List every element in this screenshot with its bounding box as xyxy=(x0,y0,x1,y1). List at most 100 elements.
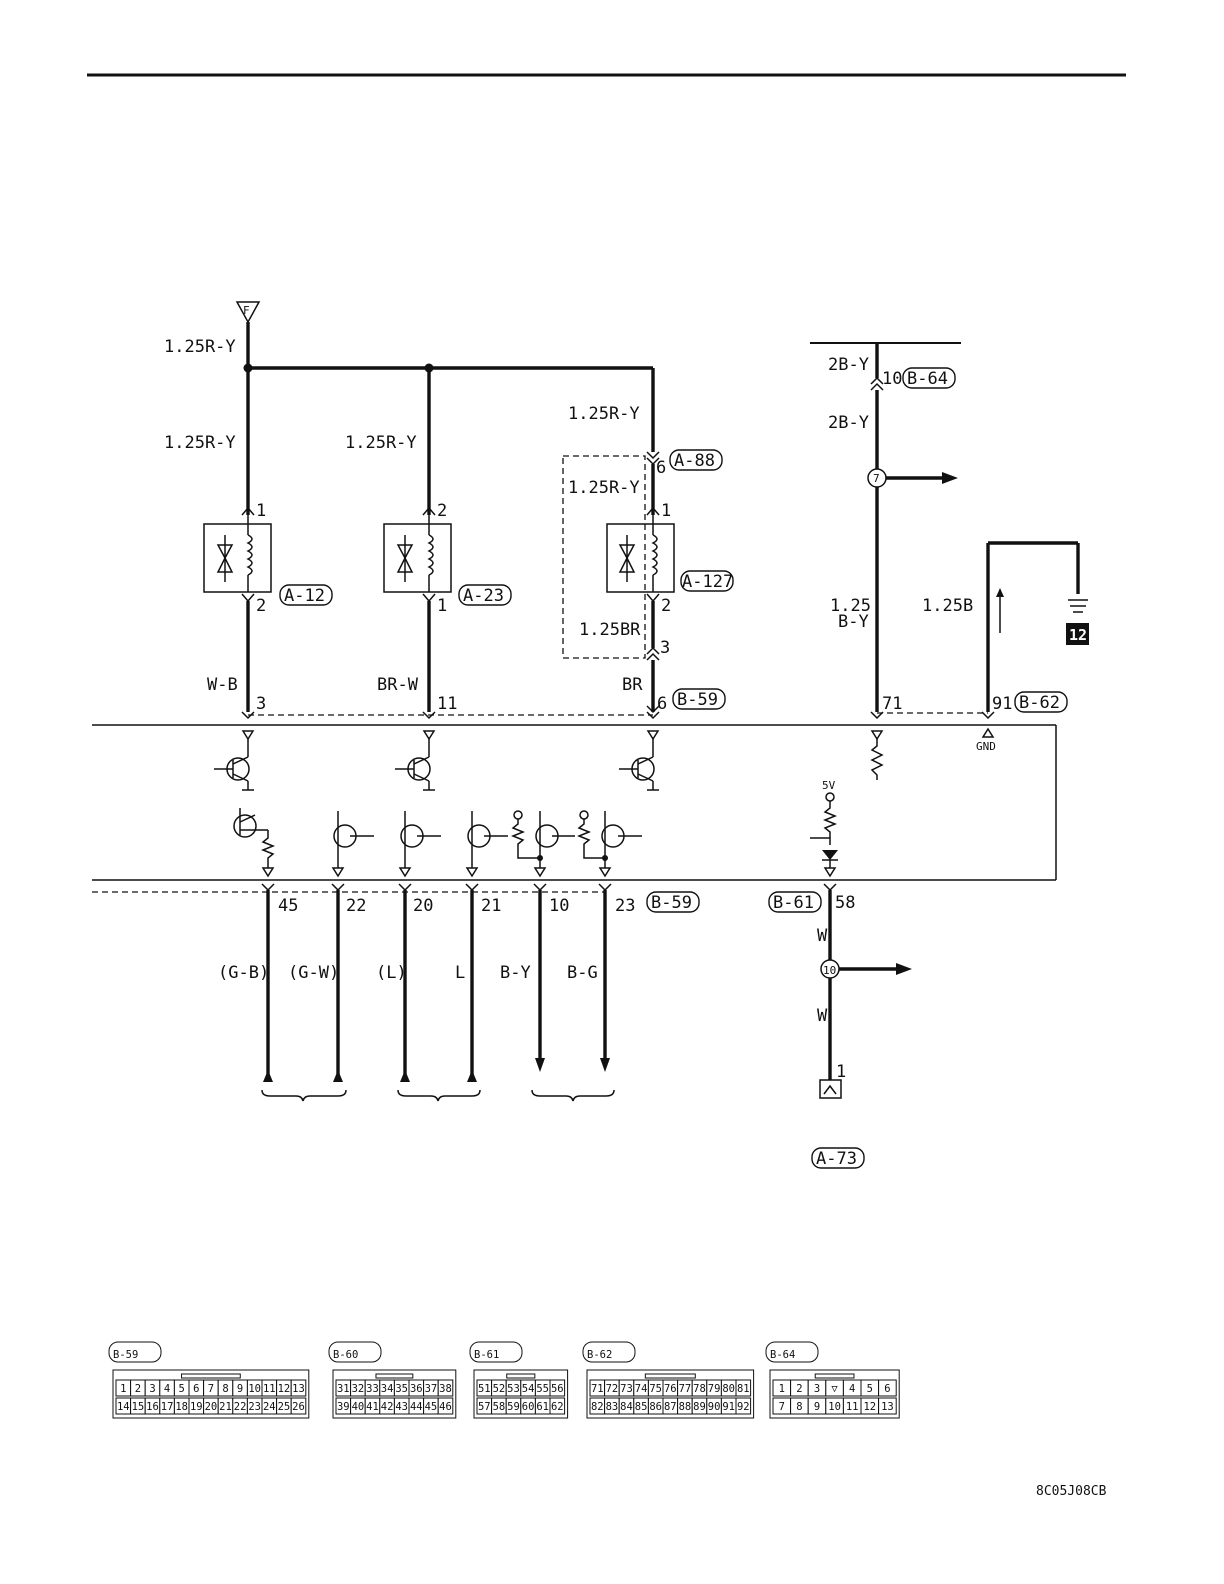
connector-tag-a12: A-12 xyxy=(279,584,333,606)
wire-label-bottom-3: (L) xyxy=(376,963,407,983)
pin-a127-in: 1 xyxy=(661,501,671,521)
connector-pin: ▽ xyxy=(831,1383,838,1395)
connector-pin: 1 xyxy=(120,1383,126,1395)
pin-a12-in: 1 xyxy=(256,501,266,521)
connector-pin: 17 xyxy=(161,1401,174,1413)
ground-ref-box xyxy=(1066,623,1089,645)
connector-pin: 5 xyxy=(179,1383,185,1395)
pin-ecu-45: 45 xyxy=(278,896,298,916)
connector-pin: 76 xyxy=(664,1383,677,1395)
connector-face-tag: B-64 xyxy=(765,1341,819,1363)
wire-label-top-right-2: 2B-Y xyxy=(828,413,869,433)
connector-pin: 75 xyxy=(649,1383,662,1395)
connector-pin: 43 xyxy=(395,1401,408,1413)
connector-pin: 87 xyxy=(664,1401,677,1413)
ecu-gnd-label: GND xyxy=(976,740,996,753)
connector-pin: 31 xyxy=(337,1383,350,1395)
connector-pin: 78 xyxy=(693,1383,706,1395)
figure-code: 8C05J08CB xyxy=(1036,1484,1107,1499)
connector-pin: 14 xyxy=(117,1401,130,1413)
connector-pin: 40 xyxy=(352,1401,365,1413)
ground-ref-label: 12 xyxy=(1069,626,1087,644)
connector-pin: 10 xyxy=(248,1383,261,1395)
connector-pin: 34 xyxy=(381,1383,394,1395)
connector-pin: 88 xyxy=(679,1401,692,1413)
connector-pin: 32 xyxy=(352,1383,365,1395)
connector-pin: 55 xyxy=(536,1383,549,1395)
ecu-5v-circuit xyxy=(810,792,838,878)
wire-label-w-lower: W xyxy=(817,1006,828,1026)
connector-pin: 20 xyxy=(205,1401,218,1413)
connector-tag-b62: B-62 xyxy=(1014,691,1068,713)
wire-label-top-right-1: 2B-Y xyxy=(828,355,869,375)
connector-pin: 19 xyxy=(190,1401,203,1413)
junction-7-label: 7 xyxy=(873,472,880,485)
connector-pin: 15 xyxy=(132,1401,145,1413)
wire-label-top-left: 1.25R-Y xyxy=(164,337,236,357)
connector-pin: 26 xyxy=(292,1401,305,1413)
connector-tag-a73: A-73 xyxy=(811,1147,865,1169)
connector-pin: 44 xyxy=(410,1401,423,1413)
pin-a127-3: 3 xyxy=(660,638,670,658)
connector-pin: 58 xyxy=(493,1401,506,1413)
power-source-label: F xyxy=(243,304,250,317)
connector-pin: 61 xyxy=(536,1401,549,1413)
connector-tag-b59-top: B-59 xyxy=(672,688,726,710)
input-transistors xyxy=(233,808,642,878)
connector-pin: 12 xyxy=(278,1383,291,1395)
connector-pin: 92 xyxy=(737,1401,750,1413)
connector-pin: 22 xyxy=(234,1401,247,1413)
wire-label-bottom-2: (G-W) xyxy=(288,963,339,983)
pin-ecu-91: 91 xyxy=(992,694,1012,714)
connector-pin: 35 xyxy=(395,1383,408,1395)
connector-pin: 2 xyxy=(135,1383,141,1395)
connector-pin: 11 xyxy=(263,1383,276,1395)
connector-pin: 4 xyxy=(164,1383,170,1395)
connector-pin: 36 xyxy=(410,1383,423,1395)
connector-pin: 10 xyxy=(828,1401,841,1413)
wire-label-out-2: BR-W xyxy=(377,675,419,695)
b61-to-a73 xyxy=(819,883,912,1099)
connector-face-tag: B-60 xyxy=(328,1341,382,1363)
connector-tag-a88: A-88 xyxy=(669,449,723,471)
driver-transistors xyxy=(214,730,660,791)
a88-dashed-box xyxy=(562,455,646,659)
injector-a23 xyxy=(383,506,452,603)
connector-pin: 23 xyxy=(248,1401,261,1413)
connector-pin: 90 xyxy=(708,1401,721,1413)
pin-ecu-11: 11 xyxy=(437,694,457,714)
connector-pin: 6 xyxy=(193,1383,199,1395)
pin-ecu-3: 3 xyxy=(256,694,266,714)
pin-a23-out: 1 xyxy=(437,596,447,616)
connector-pin: 21 xyxy=(219,1401,232,1413)
connector-pin: 3 xyxy=(149,1383,155,1395)
bottom-wires xyxy=(261,883,615,1102)
connector-pin: 57 xyxy=(478,1401,491,1413)
connector-pin: 12 xyxy=(863,1401,876,1413)
injector-a127 xyxy=(606,451,675,661)
pin-a12-out: 2 xyxy=(256,596,266,616)
connector-pin: 3 xyxy=(814,1383,820,1395)
connector-pin: 52 xyxy=(493,1383,506,1395)
junction-10-label: 10 xyxy=(823,964,836,977)
connector-pin: 81 xyxy=(737,1383,750,1395)
wire-label-ground: 1.25B xyxy=(922,596,973,616)
connector-pin: 86 xyxy=(649,1401,662,1413)
connector-tag-b59-bottom: B-59 xyxy=(646,891,700,913)
connector-pin: 41 xyxy=(366,1401,379,1413)
wire-label-right-main-1: 1.25 xyxy=(830,596,871,616)
connector-pin: 91 xyxy=(722,1401,735,1413)
connector-pin: 56 xyxy=(551,1383,564,1395)
pin-ecu-10: 10 xyxy=(549,896,569,916)
connector-pin: 54 xyxy=(522,1383,535,1395)
connector-pin: 2 xyxy=(796,1383,802,1395)
connector-pin: 38 xyxy=(439,1383,452,1395)
connector-pin: 11 xyxy=(846,1401,859,1413)
connector-pin: 13 xyxy=(292,1383,305,1395)
connector-pin: 37 xyxy=(425,1383,438,1395)
connector-pin: 83 xyxy=(606,1401,619,1413)
connector-face-name: B-64 xyxy=(770,1349,795,1361)
